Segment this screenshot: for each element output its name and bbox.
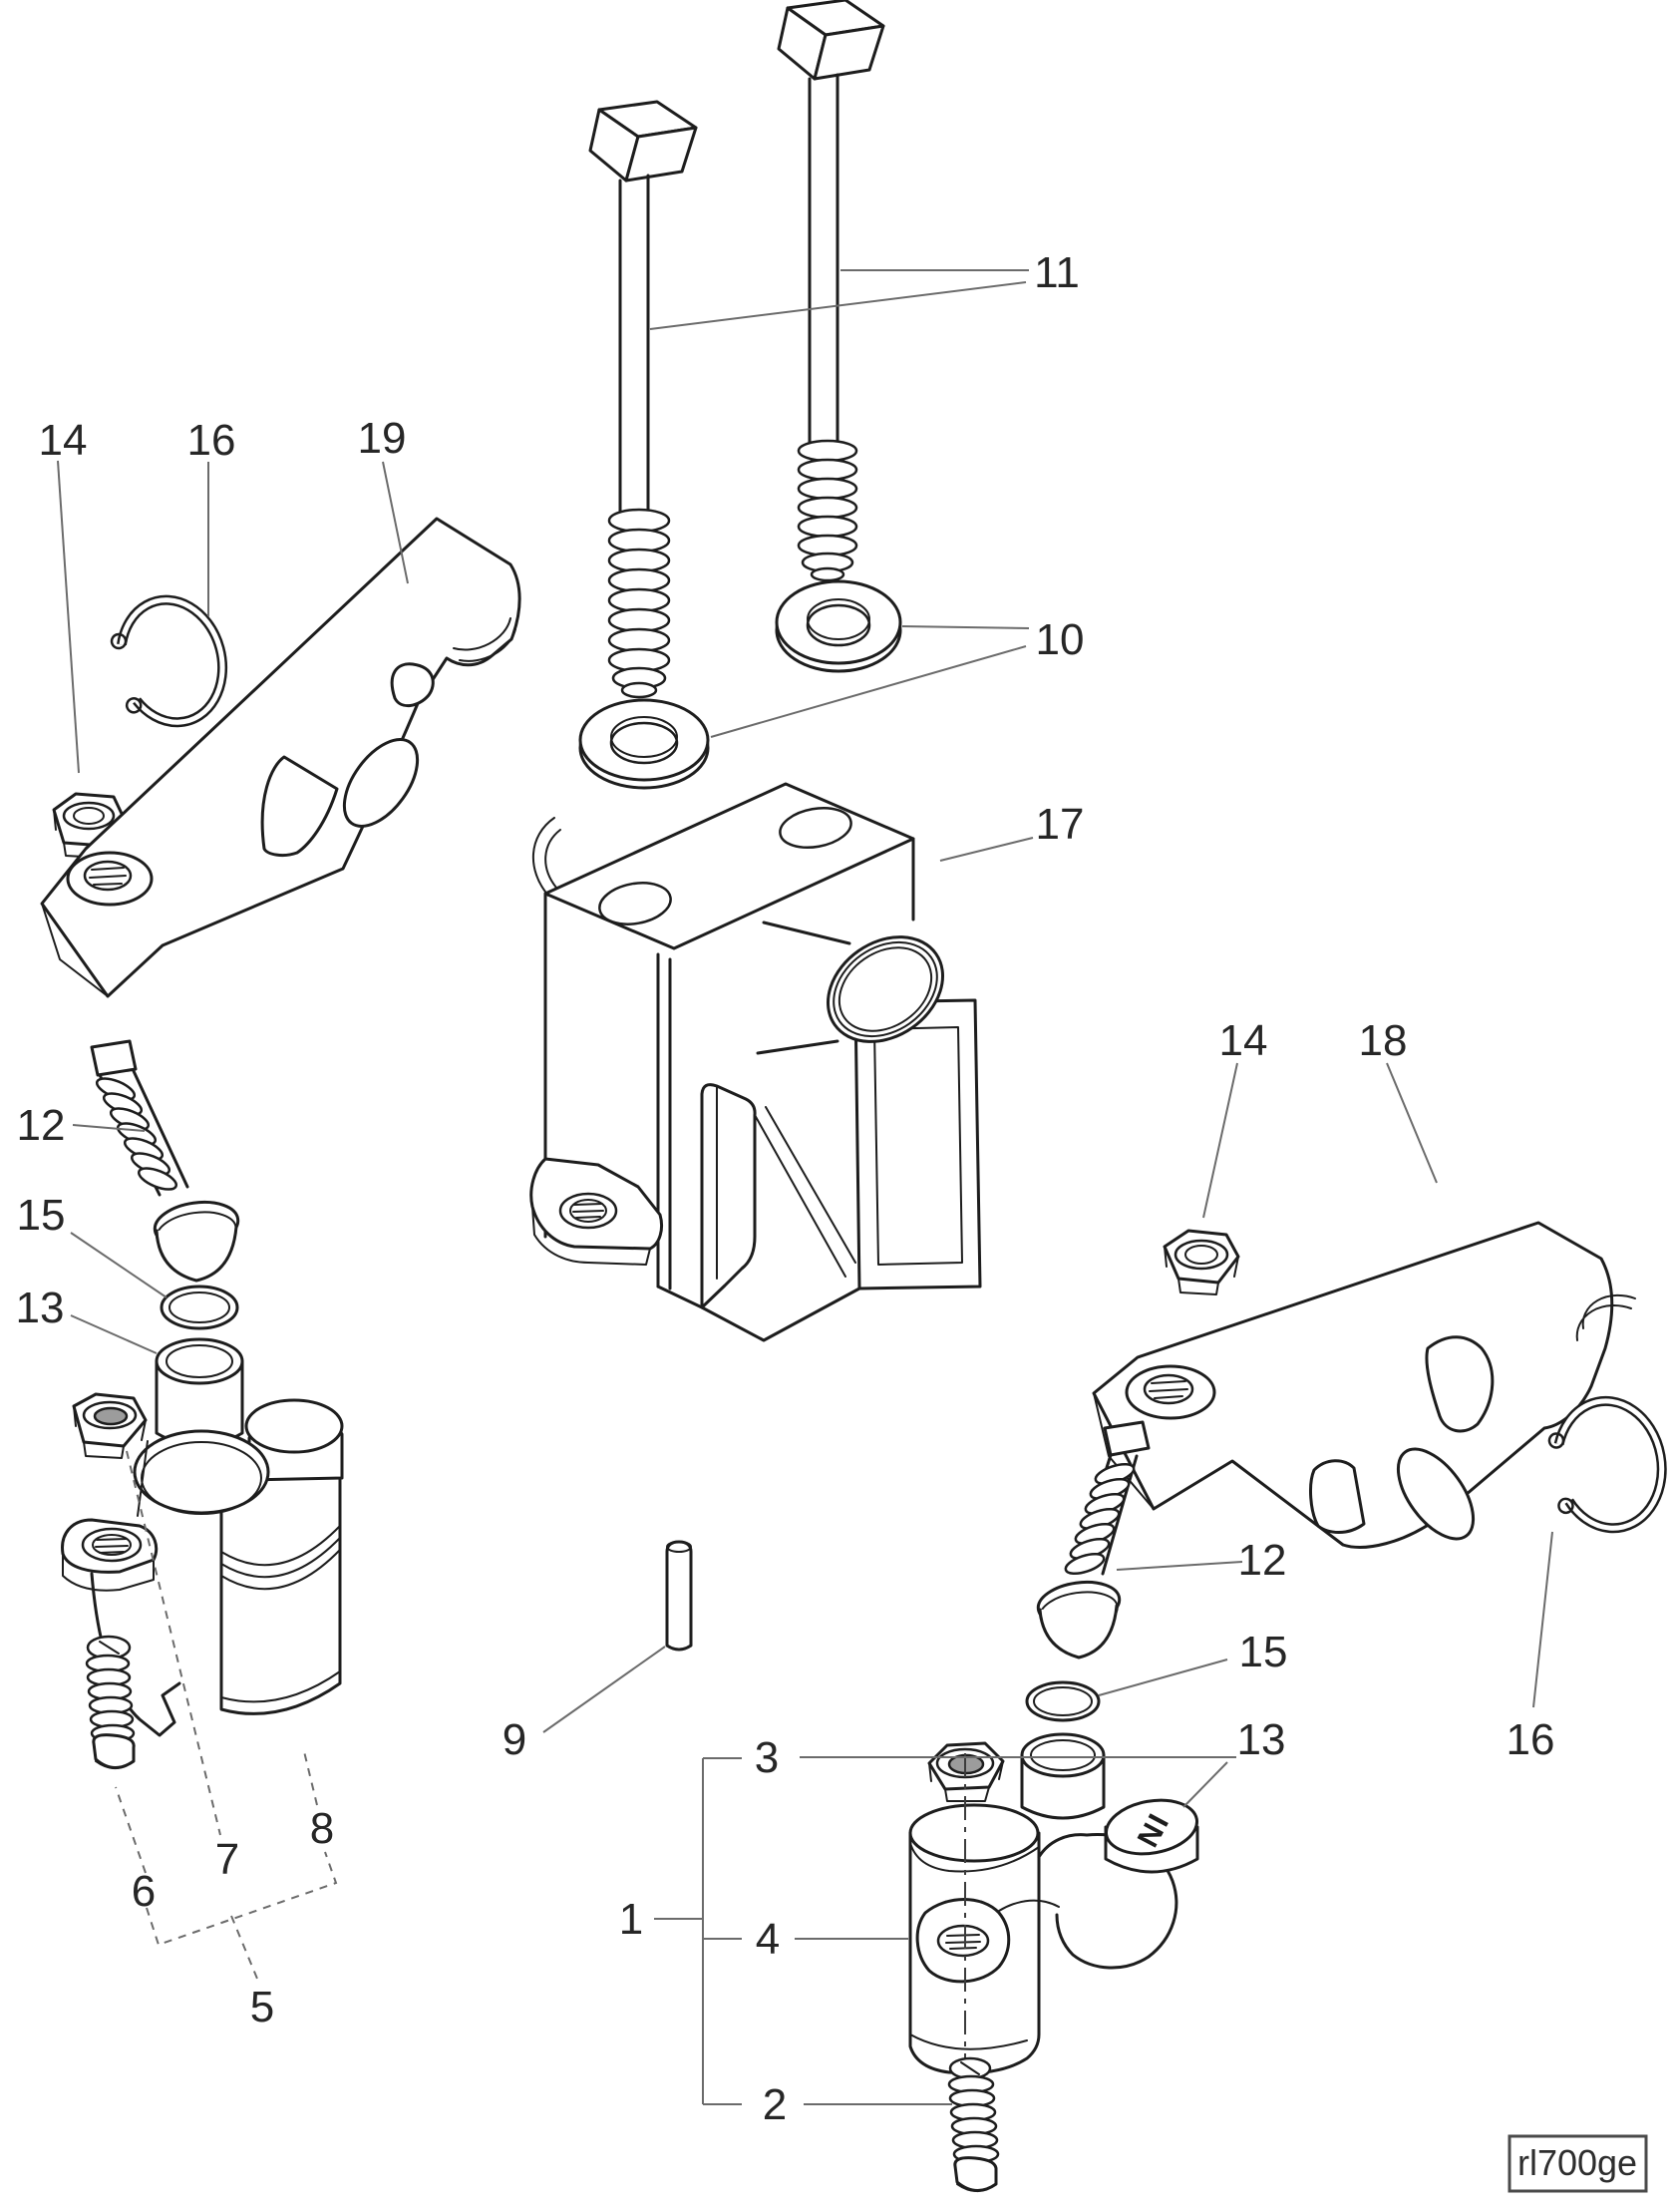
callout-15-right: 15 xyxy=(1239,1628,1288,1676)
dowel-pin xyxy=(665,1540,693,1652)
group-bracket-1 xyxy=(702,1757,742,2105)
callout-8: 8 xyxy=(310,1804,334,1853)
nut-14-right xyxy=(1163,1229,1240,1295)
washer-right xyxy=(775,579,902,673)
callout-9: 9 xyxy=(502,1715,526,1764)
callout-16-right: 16 xyxy=(1507,1715,1555,1764)
nut-7 xyxy=(72,1392,148,1459)
hex-bolt-right xyxy=(777,0,885,582)
o-ring-right xyxy=(1025,1680,1101,1722)
callout-14-top-left: 14 xyxy=(39,416,88,465)
callout-5: 5 xyxy=(250,1983,274,2031)
bushing-in-cap: IN xyxy=(1104,1798,1199,1874)
tappet-carrier-left xyxy=(61,1398,344,1737)
callout-19: 19 xyxy=(358,414,407,463)
callout-12-left: 12 xyxy=(17,1101,66,1150)
circlip-right xyxy=(1547,1395,1667,1534)
adjusting-screw-left xyxy=(90,1039,240,1283)
bushing-left xyxy=(155,1337,244,1447)
callout-11: 11 xyxy=(1034,248,1080,297)
callout-3: 3 xyxy=(755,1733,779,1782)
rocker-arm-right xyxy=(1092,1221,1636,1549)
callout-14-right: 14 xyxy=(1219,1016,1268,1065)
callout-6: 6 xyxy=(132,1867,156,1916)
leader-lines xyxy=(57,269,1553,2105)
rocker-arm-left xyxy=(40,517,521,998)
callout-15-left: 15 xyxy=(17,1191,66,1240)
figure-code-badge: rl700ge xyxy=(1508,2134,1648,2193)
rocker-bracket xyxy=(529,782,982,1342)
callout-7: 7 xyxy=(215,1835,239,1884)
screw-6 xyxy=(85,1635,136,1769)
o-ring-left xyxy=(160,1285,239,1330)
adjusting-screw-right xyxy=(1036,1420,1151,1659)
figure-code-text: rl700ge xyxy=(1517,2142,1637,2183)
callout-1: 1 xyxy=(619,1895,643,1944)
callout-labels: 14 16 19 11 10 17 14 18 12 15 13 9 3 1 4… xyxy=(16,248,1555,2129)
callout-12-right: 12 xyxy=(1238,1536,1287,1585)
bushing-right xyxy=(1020,1732,1106,1820)
callout-16-top-left: 16 xyxy=(187,416,236,465)
washer-left xyxy=(578,698,710,790)
callout-10: 10 xyxy=(1036,615,1085,664)
screw-2 xyxy=(947,2056,1000,2192)
hex-bolt-left xyxy=(588,100,698,699)
callout-17: 17 xyxy=(1036,800,1085,849)
tappet-body-right xyxy=(908,1803,1178,2075)
callout-4: 4 xyxy=(756,1915,780,1964)
group-bracket-5 xyxy=(146,1851,338,1947)
callout-13-right: 13 xyxy=(1237,1715,1286,1764)
callout-13-left: 13 xyxy=(16,1284,65,1332)
callout-18: 18 xyxy=(1359,1016,1408,1065)
callout-2: 2 xyxy=(763,2080,787,2129)
circlip-left xyxy=(110,594,228,728)
